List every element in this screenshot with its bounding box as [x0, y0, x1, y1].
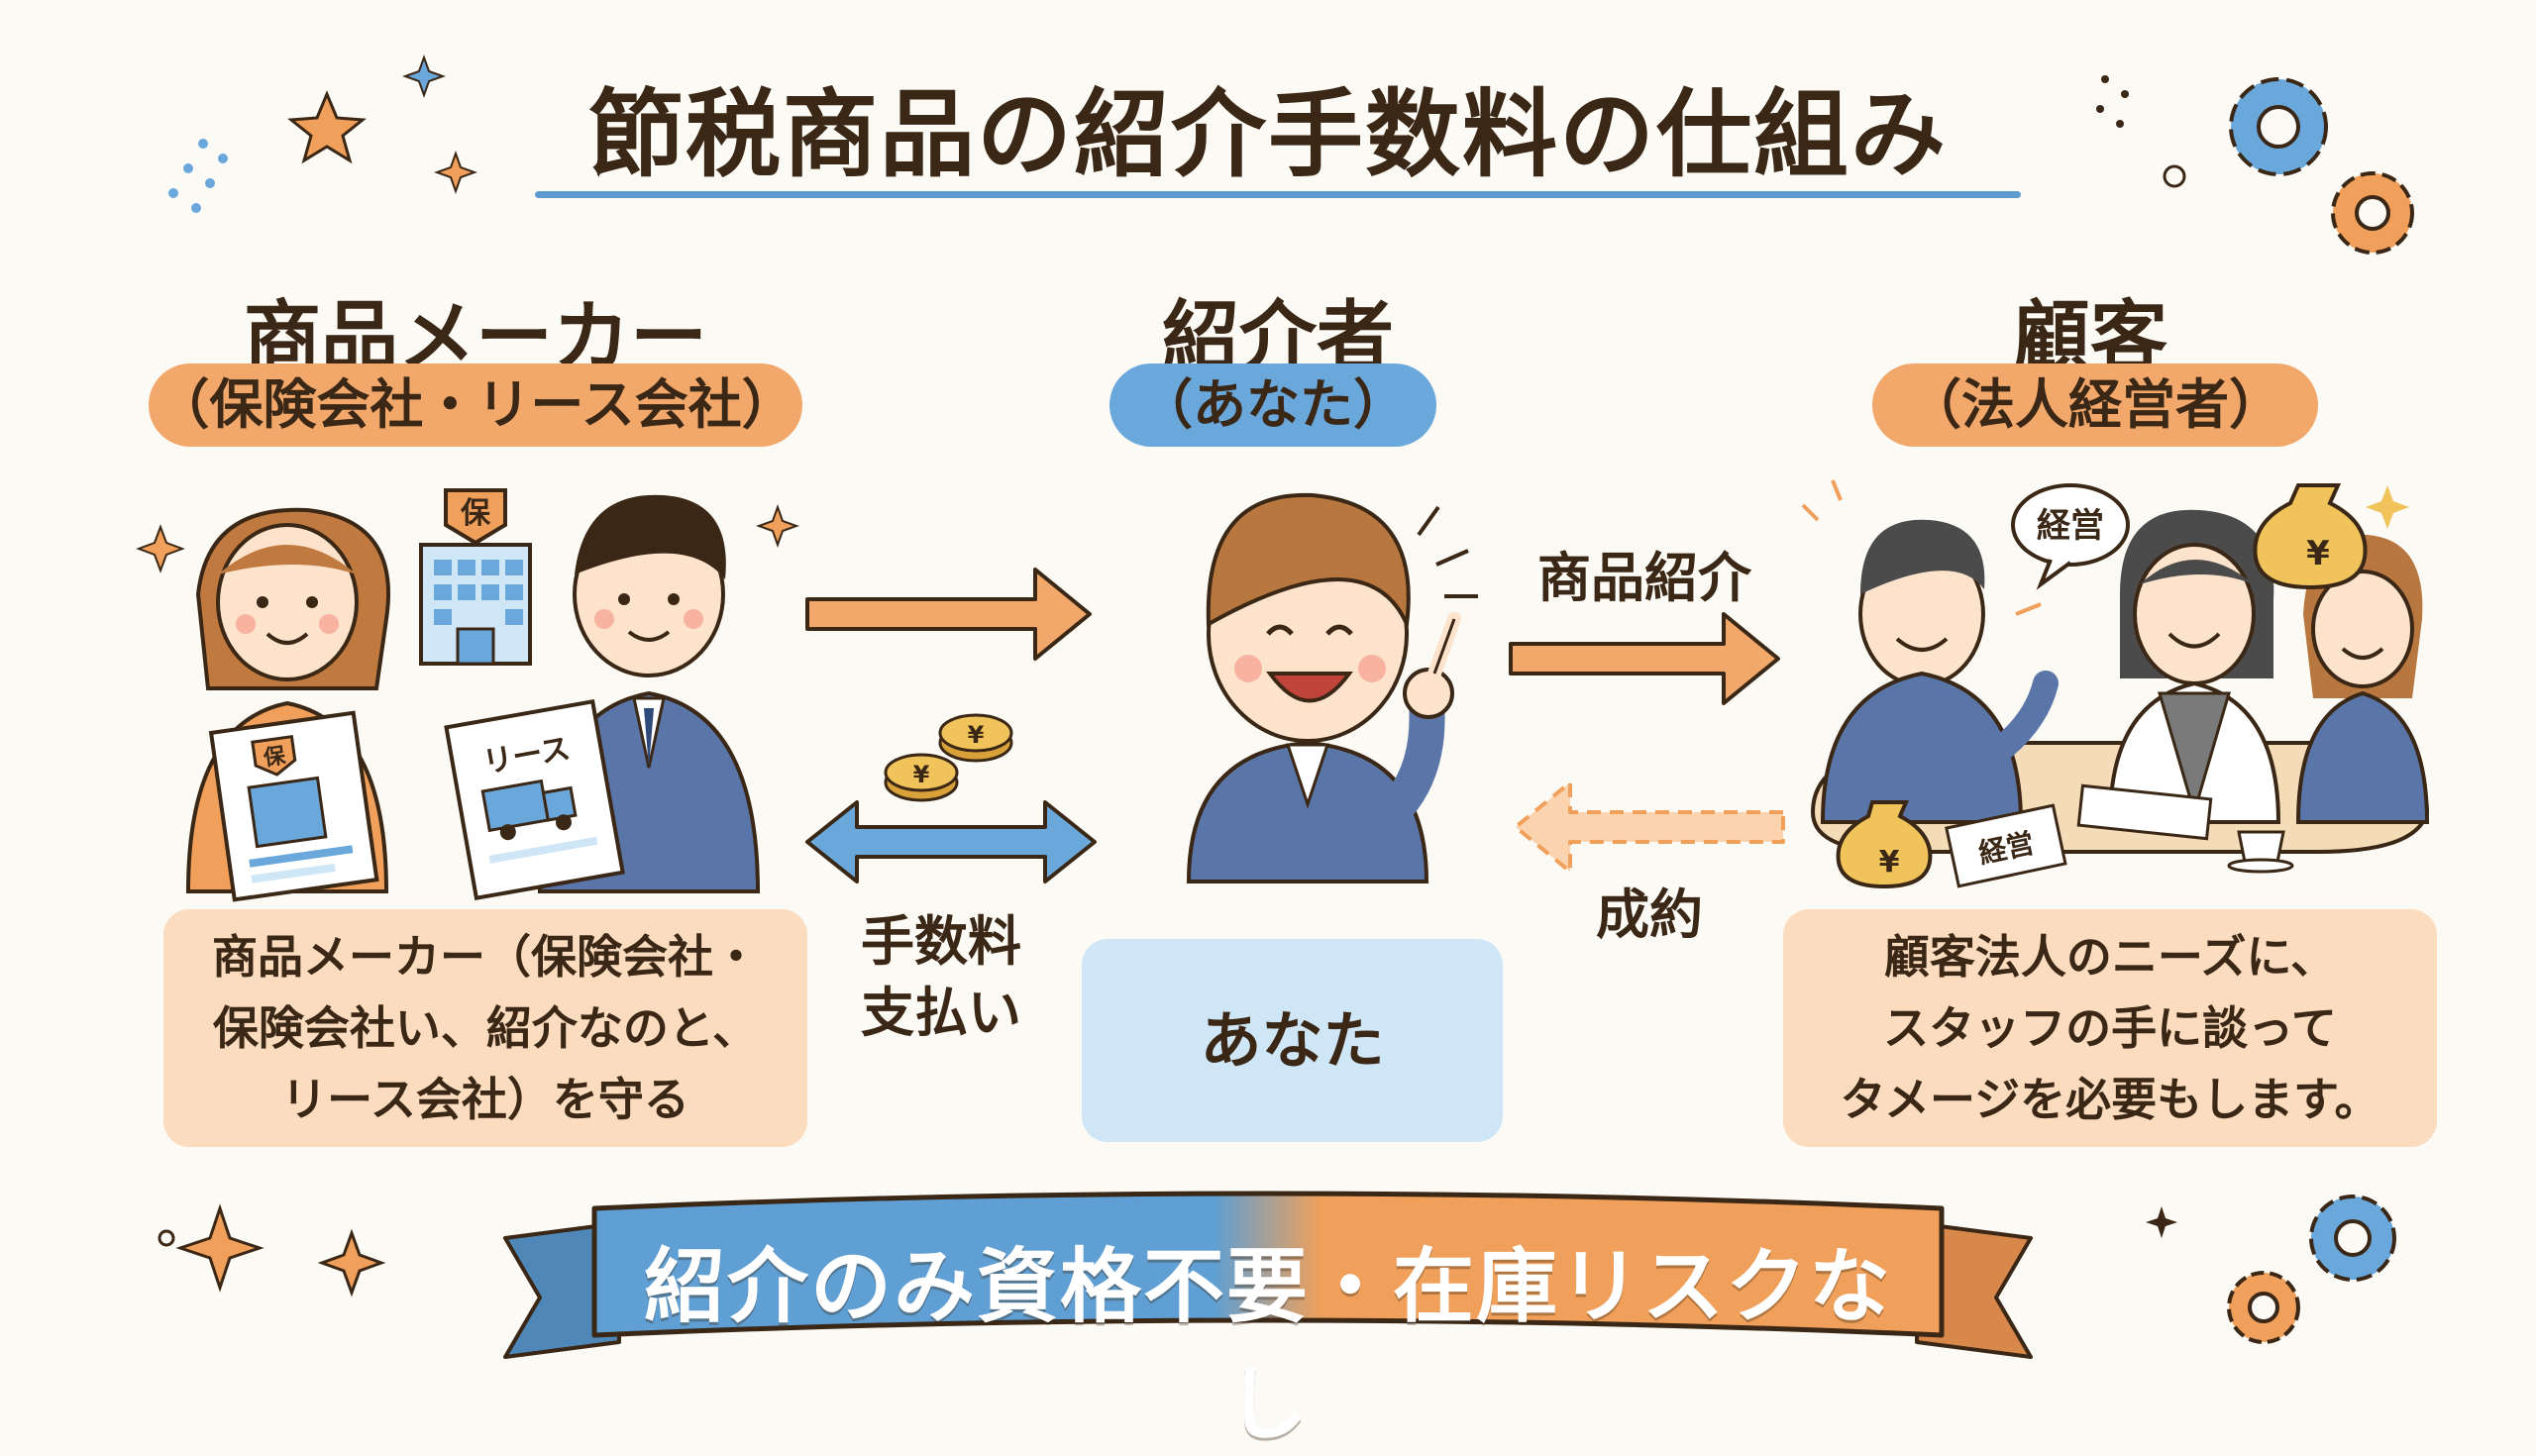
introducer-subtitle-pill: （あなた）	[1110, 364, 1436, 447]
svg-text:¥: ¥	[2306, 534, 2330, 573]
maker-subtitle-pill: （保険会社・リース会社）	[149, 364, 802, 447]
money-bag-icon: ¥	[1836, 800, 1933, 889]
coffee-cup-icon	[2227, 830, 2294, 874]
customer-info-box: 顧客法人のニーズに、 スタッフの手に談って タメージを必要もします。	[1783, 909, 2437, 1147]
contract-arrow	[1514, 780, 1785, 874]
gear-icon	[2227, 1195, 2396, 1344]
coin-icon: ¥ ¥	[884, 713, 1013, 802]
banner-text: 紹介のみ資格不要・在庫リスクなし	[643, 1240, 1892, 1452]
sparkle-icon	[136, 504, 799, 573]
maker-to-introducer-arrow	[805, 568, 1092, 661]
shield-icon	[444, 488, 507, 546]
commission-label: 手数料 支払い	[832, 906, 1050, 1049]
speech-bubble: 経営	[2011, 483, 2130, 590]
truck-icon	[480, 779, 578, 841]
document-on-table: 経営	[1945, 803, 2067, 888]
customer-info-line: スタッフの手に談って	[1883, 1001, 2337, 1055]
svg-text:保: 保	[461, 496, 491, 531]
page-title: 節税商品の紹介手数料の仕組み	[588, 79, 1948, 190]
commission-label-line-1: 手数料	[861, 910, 1021, 973]
commission-label-line-2: 支払い	[861, 982, 1021, 1044]
maker-info-box: 商品メーカー（保険会社・ 保険会社い、紹介なのと、 リース会社）を守る	[163, 909, 807, 1147]
commission-double-arrow	[805, 800, 1097, 884]
lease-document: リース	[444, 699, 625, 901]
title-underline	[535, 191, 2021, 198]
maker-illustration: 保 保 リース	[136, 488, 799, 902]
dots-icon	[168, 139, 228, 213]
introducer-figure	[1186, 492, 1461, 884]
introduce-arrow	[1509, 612, 1780, 705]
introducer-info-box: あなた	[1082, 939, 1503, 1142]
bottom-banner	[503, 1191, 2033, 1359]
decorations	[158, 54, 2414, 1344]
businessman-figure	[1820, 519, 2059, 824]
sparkle-icon	[2366, 485, 2409, 529]
customer-info-line: 顧客法人のニーズに、	[1883, 930, 2337, 984]
introducer-illustration	[1186, 492, 1478, 884]
maker-info-line: 保険会社い、紹介なのと、	[212, 1001, 759, 1055]
maker-info-line: 商品メーカー（保険会社・	[212, 930, 759, 984]
flow-arrows: ¥ ¥	[805, 568, 1785, 884]
emphasis-lines	[1801, 479, 2042, 616]
svg-text:経営: 経営	[2037, 506, 2104, 546]
gear-icon	[2229, 77, 2414, 255]
sparkle-icon	[402, 54, 477, 194]
introduce-label: 商品紹介	[1537, 547, 1751, 609]
customer-info-line: タメージを必要もします。	[1840, 1073, 2380, 1126]
dots-icon	[2096, 75, 2129, 128]
money-bag-icon: ¥	[2253, 483, 2368, 590]
star-icon	[287, 90, 367, 164]
svg-text:保: 保	[262, 744, 288, 772]
emphasis-lines	[1417, 505, 1478, 598]
customer-subtitle-pill: （法人経営者）	[1872, 364, 2318, 447]
contract-label: 成約	[1596, 884, 1703, 946]
customer-illustration: 経営 ¥ ¥ 経営	[1801, 479, 2430, 889]
svg-text:¥: ¥	[968, 721, 985, 749]
svg-text:¥: ¥	[1879, 845, 1900, 880]
insurance-document: 保	[208, 710, 379, 902]
building-icon: 保	[419, 488, 532, 666]
sparkle-icon	[2146, 1206, 2177, 1238]
sparkle-icon	[175, 1203, 386, 1298]
maker-info-line: リース会社）を守る	[281, 1073, 689, 1126]
businesswoman-figure	[2107, 509, 2281, 824]
svg-text:¥: ¥	[913, 761, 930, 788]
